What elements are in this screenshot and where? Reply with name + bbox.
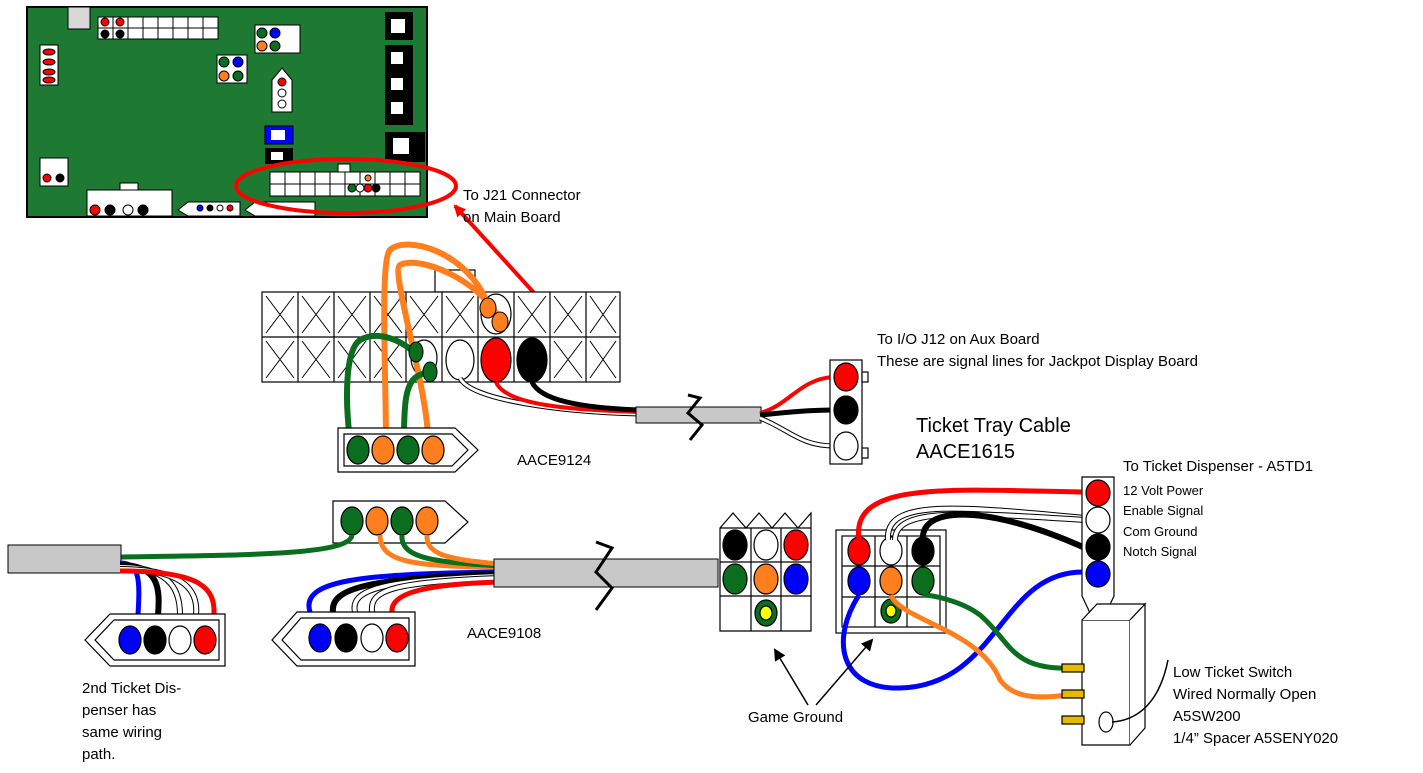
board-bottom-connectors — [39, 157, 316, 217]
j21-highlight — [234, 157, 458, 215]
aace9108-left-wires — [119, 534, 501, 613]
dispenser-title: To Ticket Dispenser - A5TD1 — [1123, 458, 1313, 475]
j21-wire-pins — [408, 297, 509, 383]
game-ground-label: Game Ground — [748, 709, 843, 726]
aace9108-label: AACE9108 — [467, 625, 541, 642]
ticket-tray-label-line1: Ticket Tray Cable — [916, 415, 1071, 437]
main-board — [26, 6, 458, 218]
red-arrow-icon — [453, 204, 547, 307]
second-dispenser-note-line1: 2nd Ticket Dis- — [82, 680, 181, 697]
connector-4pin-middle — [332, 500, 469, 544]
switch-label-line1: Low Ticket Switch — [1173, 664, 1292, 681]
dispenser-wires — [840, 487, 1087, 700]
pin-com-label: Com Ground — [1123, 524, 1197, 539]
low-ticket-switch — [1061, 602, 1147, 746]
j21-label-line2: on Main Board — [463, 209, 561, 226]
board-top-connector — [97, 16, 219, 40]
middle-dispenser-connector — [271, 611, 416, 667]
cable-break-icon — [685, 393, 705, 441]
black-arrow-icon-2 — [815, 638, 874, 706]
second-dispenser-cable — [7, 544, 122, 574]
second-dispenser-note-line4: path. — [82, 746, 115, 763]
switch-label-line3: A5SW200 — [1173, 708, 1241, 725]
io-j12-connector — [829, 359, 869, 465]
switch-pointer-line — [1111, 659, 1169, 723]
ticket-dispenser-connector — [1081, 476, 1115, 632]
switch-label-line4: 1/4” Spacer A5SENY020 — [1173, 730, 1338, 747]
board-blue-connector — [264, 125, 294, 164]
second-dispenser-note-line3: same wiring — [82, 724, 162, 741]
io-label-line2: These are signal lines for Jackpot Displ… — [877, 353, 1198, 370]
switch-label-line2: Wired Normally Open — [1173, 686, 1316, 703]
game-connector-9pin-right — [835, 529, 947, 634]
pin-notch-label: Notch Signal — [1123, 544, 1197, 559]
j21-label-line1: To J21 Connector — [463, 187, 581, 204]
second-dispenser-connector — [84, 613, 226, 667]
io-right-wires — [759, 375, 836, 449]
board-j21-connector — [269, 163, 421, 197]
io-label-line1: To I/O J12 on Aux Board — [877, 331, 1040, 348]
cable-break-icon-2 — [594, 540, 615, 611]
second-dispenser-note-line2: penser has — [82, 702, 156, 719]
pin-12v-label: 12 Volt Power — [1123, 483, 1204, 498]
j21-harness-connector — [261, 269, 621, 383]
board-color-connector — [216, 24, 301, 84]
board-right-connectors — [385, 12, 425, 162]
connector-4pin-upper — [337, 427, 479, 473]
board-pointer-connector — [271, 67, 293, 113]
second-dispenser-wires — [119, 560, 217, 616]
ticket-tray-label-line2: AACE1615 — [916, 441, 1015, 463]
game-connector-9pin-left — [719, 511, 812, 632]
board-left-connector — [39, 44, 59, 86]
io-signal-wires — [457, 376, 641, 417]
black-arrow-icon — [773, 648, 809, 706]
pin-enable-label: Enable Signal — [1123, 503, 1203, 518]
aace9124-label: AACE9124 — [517, 452, 591, 469]
